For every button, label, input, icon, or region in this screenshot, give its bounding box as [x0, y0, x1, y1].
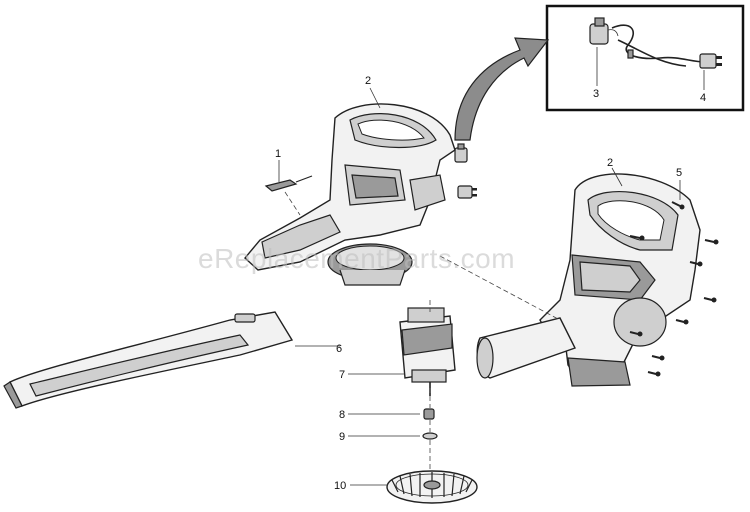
callout-6: 6: [336, 343, 342, 355]
motor-part: [399, 307, 456, 396]
callout-9: 9: [339, 431, 345, 443]
leader-lines: [278, 87, 681, 486]
bracket-part: [264, 175, 313, 192]
callout-1: 1: [275, 148, 281, 160]
plug-small: [457, 185, 477, 199]
screws-set: [629, 201, 719, 377]
housing-left-half: [244, 103, 456, 286]
inset-box: 3 4: [545, 4, 745, 112]
watermark-text: eReplacementParts.com: [198, 243, 515, 274]
callout-4: 4: [700, 92, 706, 104]
callout-3: 3: [593, 88, 599, 100]
power-cord-part: [611, 24, 722, 69]
blower-assembled-housing: [476, 173, 701, 387]
callout-5: 5: [676, 167, 682, 179]
callout-2-left: 2: [365, 75, 371, 87]
callout-8: 8: [339, 409, 345, 421]
nut-part: [423, 408, 435, 420]
washer-part: [422, 432, 438, 440]
curved-arrow: [454, 37, 550, 141]
fan-impeller-part: [386, 470, 478, 504]
blower-tube-part: [3, 311, 294, 409]
callout-7: 7: [339, 369, 345, 381]
switch-part: [589, 17, 619, 45]
alignment-dashes: [284, 191, 561, 470]
switch-small: [454, 143, 468, 163]
callout-10: 10: [334, 480, 346, 492]
callout-2-right: 2: [607, 157, 613, 169]
